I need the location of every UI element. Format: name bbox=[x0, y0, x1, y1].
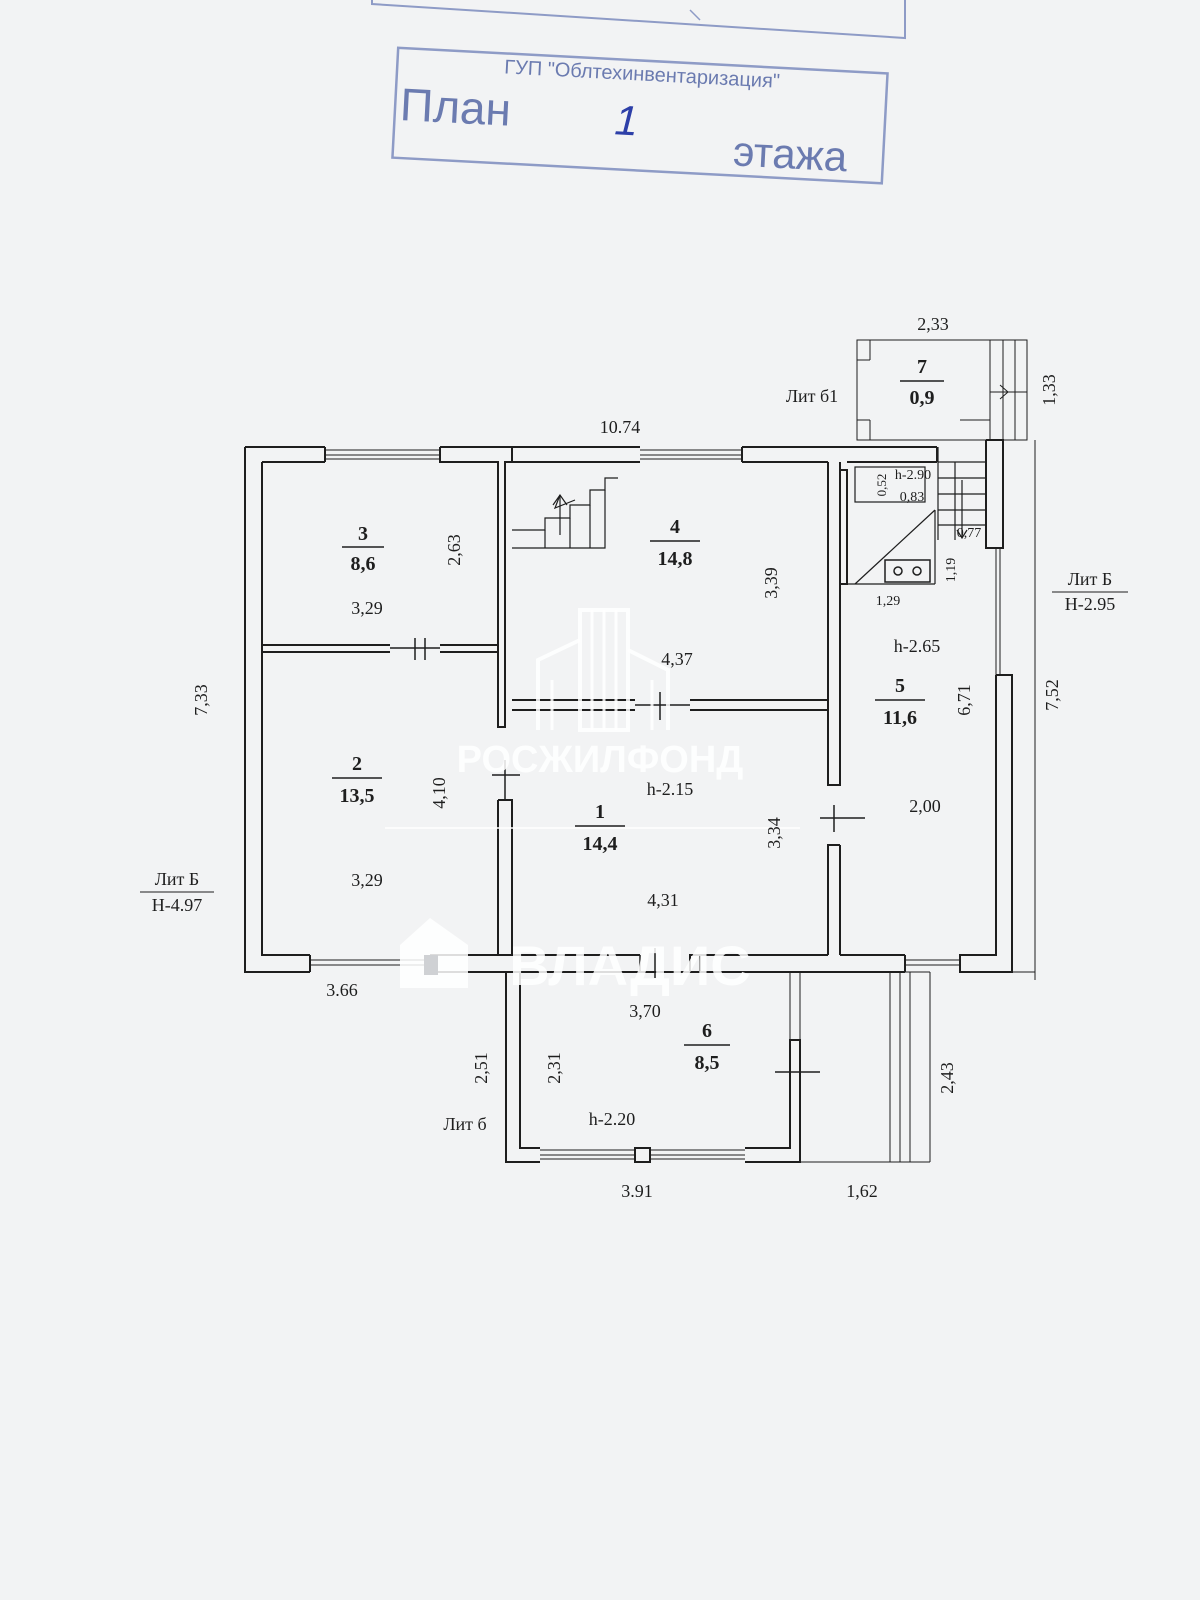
lit-b-small-label: Лит б bbox=[443, 1114, 486, 1134]
room-5-number: 5 bbox=[895, 675, 905, 697]
dim-room1-width: 4,31 bbox=[647, 890, 679, 910]
entrance-steps bbox=[800, 340, 1036, 1163]
dim-left-total: 7,33 bbox=[191, 684, 211, 716]
room-6-area: 8,5 bbox=[695, 1052, 720, 1074]
room-labels: 3 8,6 4 14,8 2 13,5 1 14,4 5 11,6 6 8,5 bbox=[332, 356, 944, 1074]
top-stamp-fragment bbox=[371, 0, 906, 40]
dim-step-height: 2,43 bbox=[937, 1062, 957, 1094]
lit-b1-label: Лит б1 bbox=[786, 386, 838, 406]
dim-right-total: 7,52 bbox=[1042, 679, 1062, 711]
vladis-watermark: ВЛАДИС bbox=[400, 918, 751, 997]
letter-labels: Лит б1 Лит Б Н-2.95 Лит Б Н-4.97 Лит б bbox=[140, 386, 1128, 1134]
room-2-label: 2 13,5 bbox=[332, 753, 382, 807]
dim-veranda-left-inner: 2,31 bbox=[544, 1052, 564, 1084]
rosjilfond-watermark: РОСЖИЛФОНД bbox=[457, 608, 744, 781]
dim-room5-height: 6,71 bbox=[954, 684, 974, 716]
stove bbox=[884, 559, 931, 583]
height-stair: h-2.90 bbox=[895, 468, 931, 483]
dim-step-width: 1,62 bbox=[846, 1181, 878, 1201]
stamp-plan-word: План bbox=[399, 78, 512, 136]
dim-room2-width: 3,29 bbox=[351, 870, 383, 890]
height-room1: h-2.15 bbox=[647, 779, 694, 799]
dim-top-total: 10.74 bbox=[600, 417, 641, 437]
stamp-floor-word: этажа bbox=[732, 127, 849, 180]
dim-veranda-left-outer: 2,51 bbox=[471, 1052, 491, 1084]
room-7-number: 7 bbox=[917, 356, 927, 378]
room-1-area: 14,4 bbox=[583, 833, 618, 855]
room-3-area: 8,6 bbox=[351, 553, 376, 575]
dim-room3-width: 3,29 bbox=[351, 598, 383, 618]
room-1-number: 1 bbox=[595, 801, 605, 823]
dim-stair-a: 0,52 bbox=[874, 474, 889, 497]
dim-room1-height: 3,34 bbox=[764, 817, 784, 849]
lit-b-right-label: Лит Б bbox=[1068, 569, 1113, 589]
watermark-bottom: ВЛАДИС bbox=[509, 934, 750, 997]
room-2-area: 13,5 bbox=[340, 785, 375, 807]
room-1-label: 1 14,4 bbox=[575, 801, 625, 855]
dim-bottom-left: 3.66 bbox=[326, 980, 358, 1000]
dim-stair-c: 0,77 bbox=[957, 526, 982, 541]
dim-veranda-top: 3,70 bbox=[629, 1001, 661, 1021]
dim-room2-height: 4,10 bbox=[429, 777, 449, 809]
h-right-label: Н-2.95 bbox=[1065, 594, 1116, 614]
dimension-labels: 10.74 2,33 1,33 7,33 7,52 3,29 2,63 3,29… bbox=[191, 314, 1062, 1201]
dim-stove-b: 1,29 bbox=[876, 594, 901, 609]
stamp-floor-number: 1 bbox=[614, 96, 640, 144]
dim-porch-height: 1,33 bbox=[1039, 374, 1059, 406]
height-room5: h-2.65 bbox=[894, 636, 941, 656]
height-room6: h-2.20 bbox=[589, 1109, 636, 1129]
room-2-number: 2 bbox=[352, 753, 362, 775]
h-left-label: Н-4.97 bbox=[152, 895, 203, 915]
veranda-6 bbox=[505, 972, 820, 1163]
dim-room5-width: 2,00 bbox=[909, 796, 941, 816]
room-4-label: 4 14,8 bbox=[650, 516, 700, 570]
room-4-number: 4 bbox=[670, 516, 680, 538]
door-marks bbox=[390, 638, 865, 978]
room-3-number: 3 bbox=[358, 523, 368, 545]
room-6-label: 6 8,5 bbox=[684, 1020, 730, 1074]
dim-veranda-bottom: 3.91 bbox=[621, 1181, 653, 1201]
watermark-top: РОСЖИЛФОНД bbox=[457, 739, 744, 781]
stairs bbox=[512, 477, 618, 549]
lit-b-left-label: Лит Б bbox=[155, 869, 200, 889]
height-labels: h-2.15 h-2.65 h-2.20 h-2.90 bbox=[589, 468, 941, 1129]
room-7-label: 7 0,9 bbox=[900, 356, 944, 409]
room-3-label: 3 8,6 bbox=[342, 523, 384, 575]
room-5-area: 11,6 bbox=[883, 707, 917, 729]
dim-stove-a: 1,19 bbox=[944, 558, 959, 583]
dim-porch-width: 2,33 bbox=[917, 314, 949, 334]
room-6-number: 6 bbox=[702, 1020, 712, 1042]
room-5-label: 5 11,6 bbox=[875, 675, 925, 729]
dim-room4-height: 3,39 bbox=[761, 567, 781, 599]
vestibule-stairs bbox=[847, 447, 986, 585]
room-4-area: 14,8 bbox=[658, 548, 693, 570]
dim-room4-width: 4,37 bbox=[661, 649, 693, 669]
dim-stair-b: 0,83 bbox=[900, 490, 925, 505]
room-7-area: 0,9 bbox=[910, 387, 935, 409]
dim-room3-height: 2,63 bbox=[444, 534, 464, 566]
